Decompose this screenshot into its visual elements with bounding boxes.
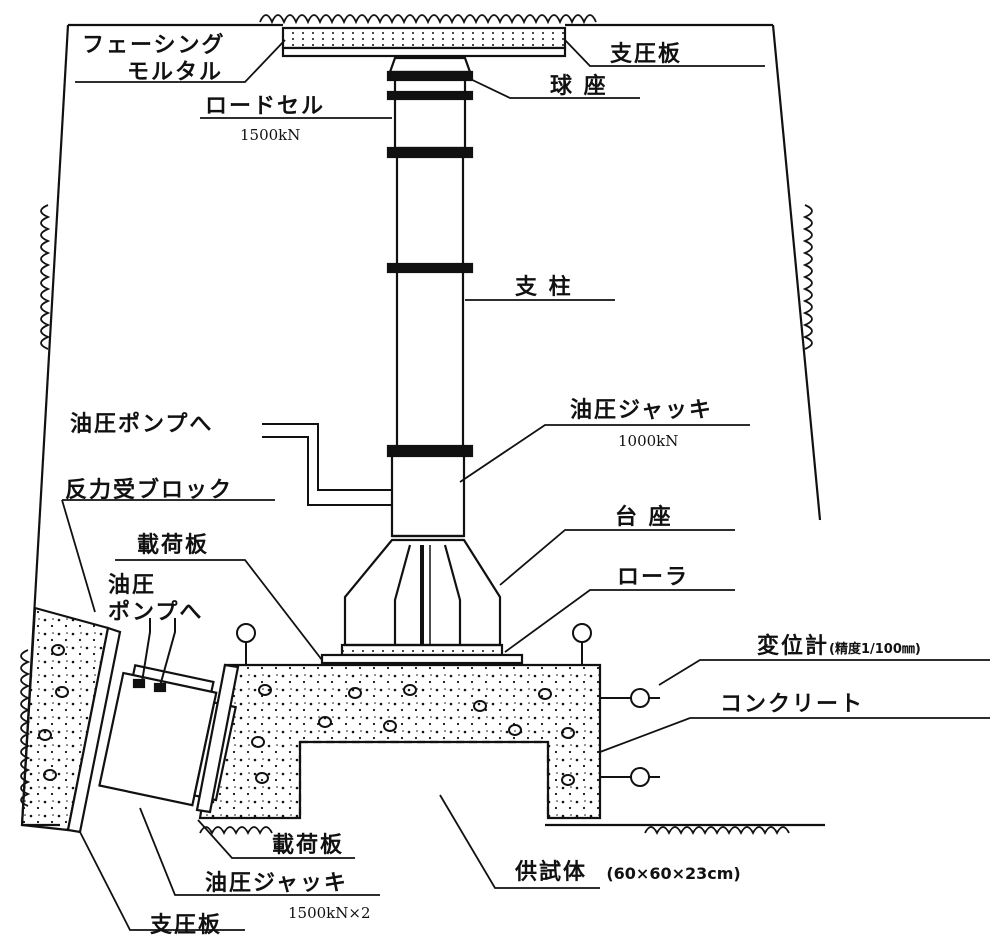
aggregates [251, 684, 575, 786]
to-pump-left-label-1: 油圧 [108, 573, 157, 598]
load-cell [393, 78, 467, 150]
displacement-gauge-label: 変位計(精度1/100㎜) [757, 636, 921, 658]
bottom-bearing-plate-label: 支圧板 [150, 913, 223, 938]
specimen-text: 供試体 [515, 860, 588, 885]
to-pump-left-label-2: ポンプへ [108, 600, 204, 625]
load-cell-label: ロードセル [205, 94, 326, 119]
column-label: 支 柱 [515, 275, 573, 300]
earth-hatch-top [259, 14, 597, 25]
earth-hatch-bottom-left [199, 826, 273, 836]
top-bearing-plate [281, 46, 567, 58]
displacement-gauge-text: 変位計 [757, 634, 830, 659]
ball-seat-label: 球 座 [550, 74, 608, 99]
load-cell-capacity: 1500kN [240, 126, 301, 144]
facing-mortar-label-2: モルタル [127, 60, 224, 85]
ball-seat [388, 56, 472, 74]
facing-mortar [281, 26, 567, 50]
to-pump-upper-label: 油圧ポンプへ [70, 412, 214, 437]
displacement-gauge-precision: (精度1/100㎜) [829, 642, 921, 657]
upper-jack-capacity: 1000kN [618, 432, 679, 450]
concrete-label: コンクリート [720, 692, 865, 717]
roller [340, 643, 504, 657]
specimen-size: (60×60×23cm) [606, 864, 741, 883]
upper-jack-label: 油圧ジャッキ [570, 398, 713, 423]
lower-loading-plate-label: 載荷板 [272, 833, 345, 858]
top-bearing-plate-label: 支圧板 [610, 42, 683, 67]
earth-hatch-bottom [644, 826, 790, 836]
pedestal-label: 台 座 [615, 505, 673, 530]
displacement-gauges [236, 623, 660, 787]
column [395, 155, 465, 449]
lower-loading-plate [195, 663, 240, 814]
upper-loading-plate-label: 載荷板 [137, 533, 210, 558]
upper-jack [390, 454, 466, 538]
lower-jack-capacity: 1500kN×2 [288, 904, 371, 922]
reaction-block-label: 反力受ブロック [65, 478, 234, 503]
roller-label: ローラ [617, 565, 690, 590]
upper-loading-plate [320, 653, 524, 665]
facing-mortar-label: フェーシング [82, 33, 226, 58]
frame-right-wall [771, 24, 822, 521]
specimen-label: 供試体 (60×60×23cm) [515, 862, 741, 884]
lower-jack-label: 油圧ジャッキ [205, 871, 348, 896]
earth-hatch-left [40, 204, 51, 350]
earth-hatch-right [802, 204, 813, 350]
